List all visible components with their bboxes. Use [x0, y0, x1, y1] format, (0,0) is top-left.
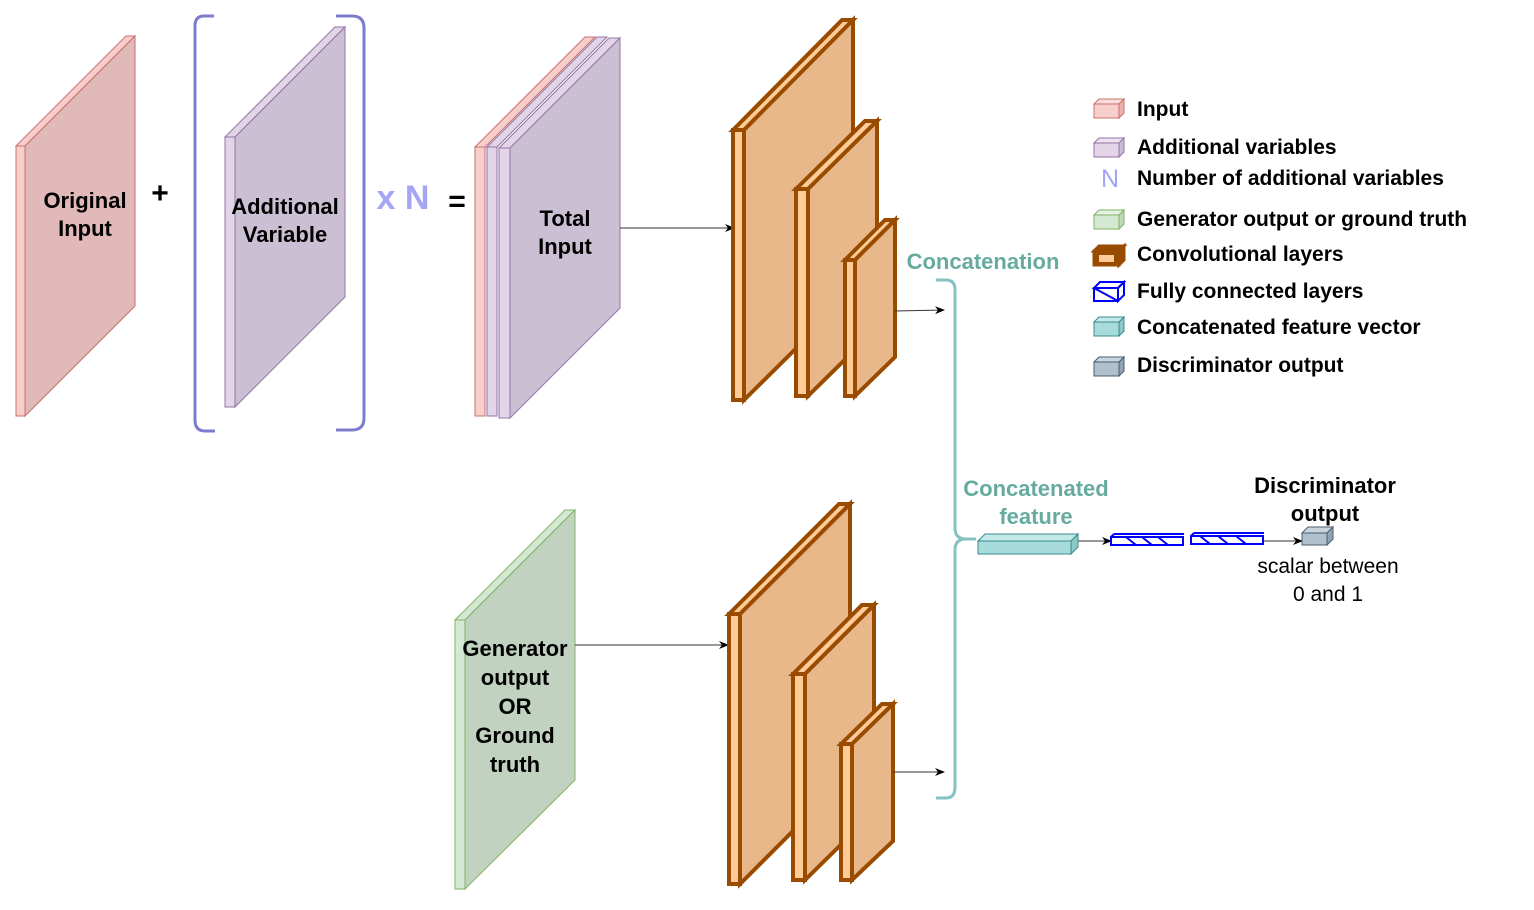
- legend-label-generator-output: Generator output or ground truth: [1137, 208, 1467, 231]
- total-input-label-2: Input: [538, 234, 592, 259]
- plus-sign: +: [151, 177, 169, 210]
- discriminator-output-cube-icon: [1092, 355, 1126, 378]
- additional-variable-label-2: Variable: [243, 222, 327, 247]
- top-conv-stack: [728, 15, 900, 405]
- generator-label-5: truth: [490, 752, 540, 777]
- fully-connected-cube-icon: [1091, 279, 1127, 304]
- generator-label-3: OR: [499, 694, 532, 719]
- convolutional-layer-cube-icon: [1090, 242, 1128, 269]
- right-bracket: [336, 14, 366, 432]
- generator-output-cube-icon: [1092, 208, 1126, 231]
- original-input-label-2: Input: [58, 216, 112, 241]
- concatenated-feature-vector: [976, 532, 1080, 556]
- legend-label-number-of-variables: Number of additional variables: [1137, 167, 1444, 190]
- original-input-label-1: Original: [43, 188, 126, 213]
- input-cube-icon: [1092, 97, 1126, 120]
- discriminator-output-label-1: Discriminator: [1254, 473, 1396, 498]
- concatenation-label: Concatenation: [907, 249, 1060, 274]
- additional-variable-slab: [223, 25, 347, 409]
- scalar-note-1: scalar between: [1257, 555, 1398, 578]
- feature-vector-cube-icon: [1092, 315, 1126, 338]
- legend-label-additional-variables: Additional variables: [1137, 136, 1337, 159]
- fully-connected-layer-2: [1190, 532, 1264, 545]
- total-input-label-1: Total: [540, 206, 591, 231]
- legend-label-fully-connected: Fully connected layers: [1137, 280, 1363, 303]
- generator-label-1: Generator: [462, 636, 568, 661]
- legend-label-feature-vector: Concatenated feature vector: [1137, 316, 1421, 339]
- bottom-conv-stack: [724, 499, 898, 889]
- discriminator-output-cube: [1300, 525, 1335, 547]
- arrow-top-conv-to-concat: [894, 306, 945, 315]
- concatenation-brace: [936, 278, 976, 800]
- legend-label-input: Input: [1137, 98, 1188, 121]
- generator-label-2: output: [481, 665, 550, 690]
- concatenated-feature-label-2: feature: [999, 504, 1072, 529]
- total-input-stack: [473, 36, 622, 420]
- additional-variables-cube-icon: [1092, 136, 1126, 159]
- concatenated-feature-label-1: Concatenated: [963, 476, 1108, 501]
- fully-connected-layer-1: [1110, 533, 1184, 546]
- legend-label-discriminator-output: Discriminator output: [1137, 354, 1344, 377]
- n-letter-icon: N: [1101, 165, 1119, 193]
- generator-output-slab: [453, 508, 577, 891]
- generator-label-4: Ground: [475, 723, 554, 748]
- legend-label-convolutional-layers: Convolutional layers: [1137, 243, 1344, 266]
- legend: Input Additional variables N Number of a…: [1090, 97, 1467, 378]
- equals-sign: =: [448, 185, 466, 218]
- left-bracket: [193, 14, 215, 433]
- discriminator-output-label-2: output: [1291, 501, 1360, 526]
- times-n-label: x N: [377, 179, 430, 217]
- additional-variable-label-1: Additional: [231, 194, 339, 219]
- original-input-slab: [14, 34, 137, 418]
- scalar-note-2: 0 and 1: [1293, 583, 1363, 606]
